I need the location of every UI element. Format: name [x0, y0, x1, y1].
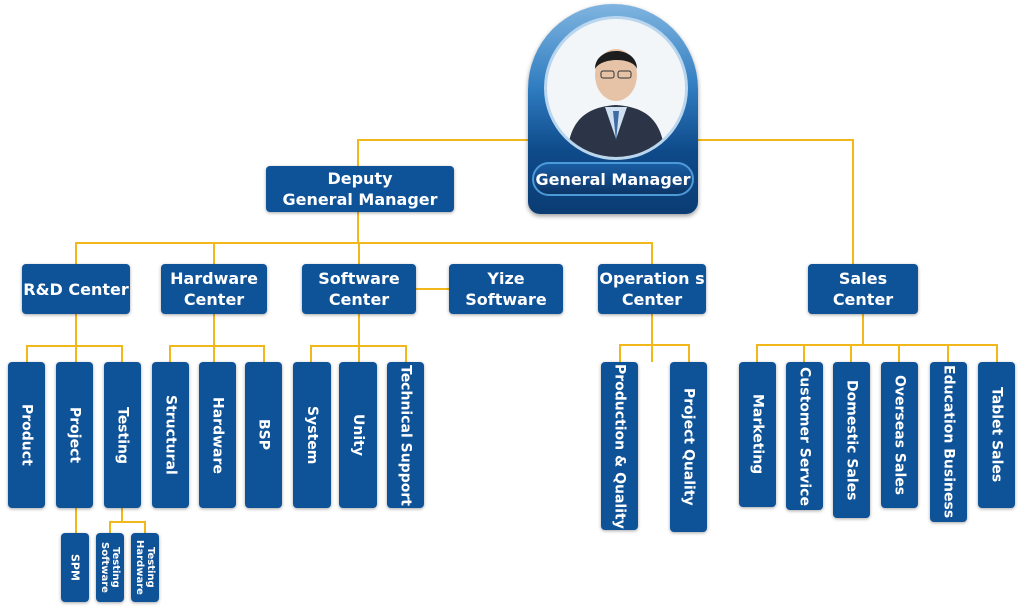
yize-software-box[interactable]: Yize Software — [449, 264, 563, 314]
testing-hardware-box[interactable]: Testing Hardware — [131, 533, 159, 602]
spm-box[interactable]: SPM — [61, 533, 89, 602]
testing-box[interactable]: Testing — [104, 362, 141, 508]
deputy-label-line1: Deputy — [327, 169, 393, 188]
operations-center-box[interactable]: Operation s Center — [598, 264, 706, 314]
unity-box[interactable]: Unity — [339, 362, 377, 508]
product-box[interactable]: Product — [8, 362, 45, 508]
project-box[interactable]: Project — [56, 362, 93, 508]
bsp-box[interactable]: BSP — [245, 362, 282, 508]
customer-service-box[interactable]: Customer Service — [786, 362, 823, 510]
structural-box[interactable]: Structural — [152, 362, 189, 508]
software-center-box[interactable]: Software Center — [302, 264, 416, 314]
general-manager-card[interactable]: General Manager — [528, 4, 698, 214]
education-business-box[interactable]: Education Business — [930, 362, 967, 522]
tablet-sales-box[interactable]: Tablet Sales — [978, 362, 1015, 508]
general-manager-label: General Manager — [532, 162, 694, 196]
marketing-box[interactable]: Marketing — [739, 362, 776, 507]
overseas-sales-box[interactable]: Overseas Sales — [881, 362, 918, 508]
sales-center-box[interactable]: Sales Center — [808, 264, 918, 314]
deputy-label-line2: General Manager — [282, 190, 438, 209]
deputy-general-manager-box[interactable]: Deputy General Manager — [266, 166, 454, 212]
system-box[interactable]: System — [293, 362, 331, 508]
rd-center-box[interactable]: R&D Center — [22, 264, 130, 314]
project-quality-box[interactable]: Project Quality — [670, 362, 707, 532]
hardware-center-box[interactable]: Hardware Center — [161, 264, 267, 314]
hardware-box[interactable]: Hardware — [199, 362, 236, 508]
production-quality-box[interactable]: Production & Quality — [601, 362, 638, 530]
testing-software-box[interactable]: Testing Software — [96, 533, 124, 602]
general-manager-photo — [544, 16, 688, 160]
technical-support-box[interactable]: Technical Support — [387, 362, 424, 508]
domestic-sales-box[interactable]: Domestic Sales — [833, 362, 870, 518]
